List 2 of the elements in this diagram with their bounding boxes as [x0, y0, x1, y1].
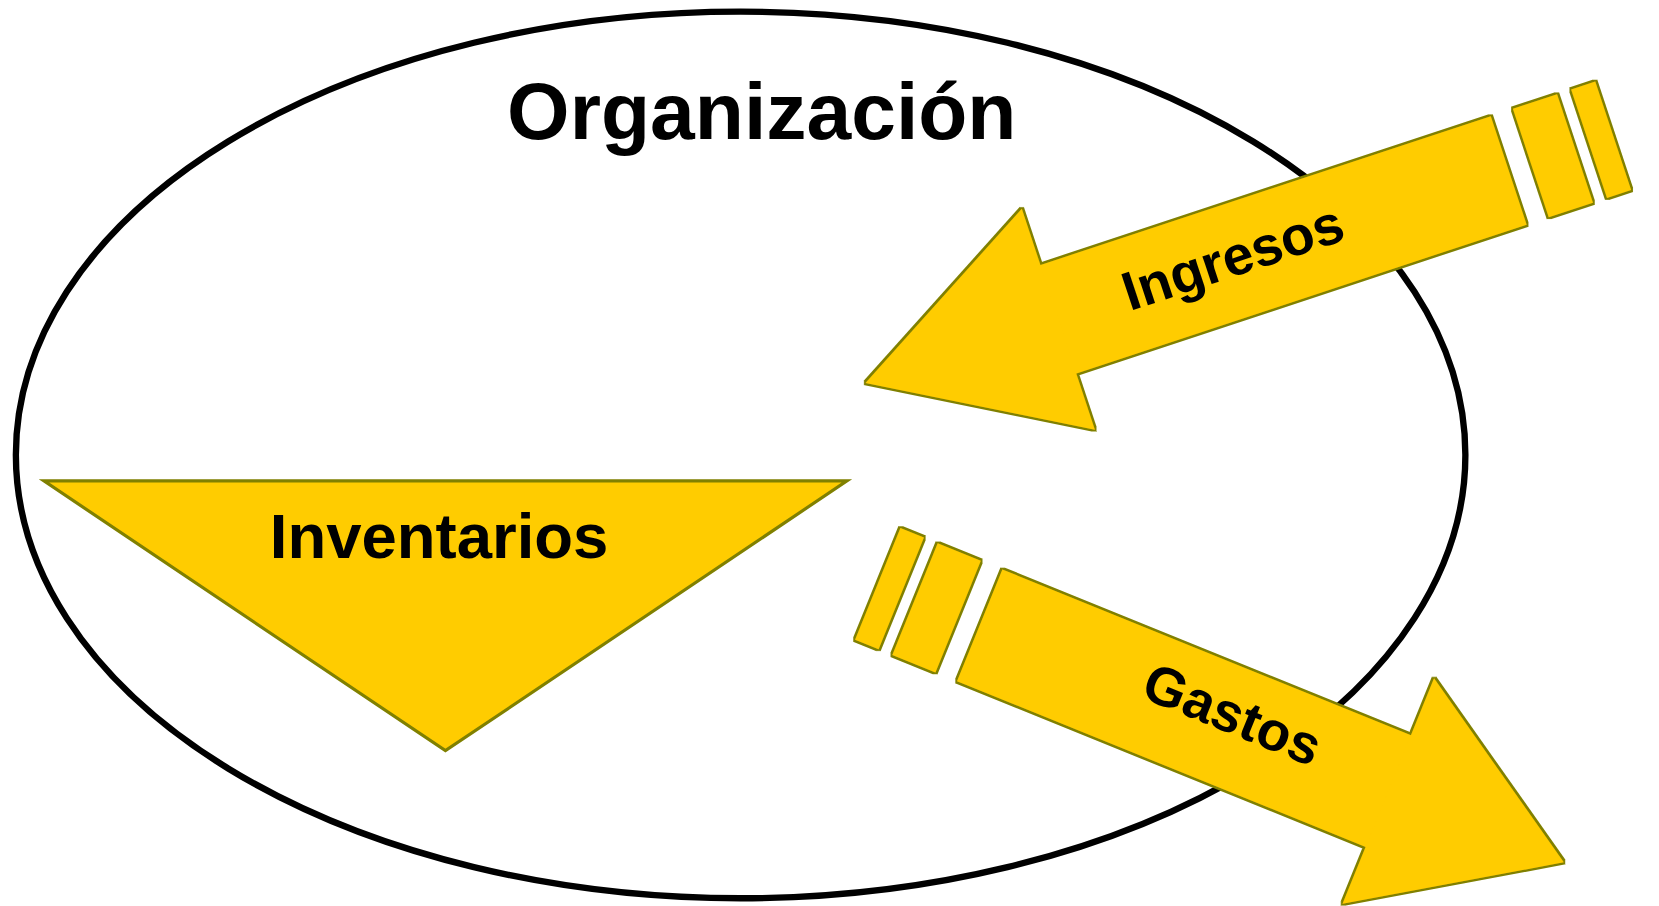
node-title: Organización — [507, 65, 1017, 158]
node-label: Inventarios — [269, 500, 609, 573]
